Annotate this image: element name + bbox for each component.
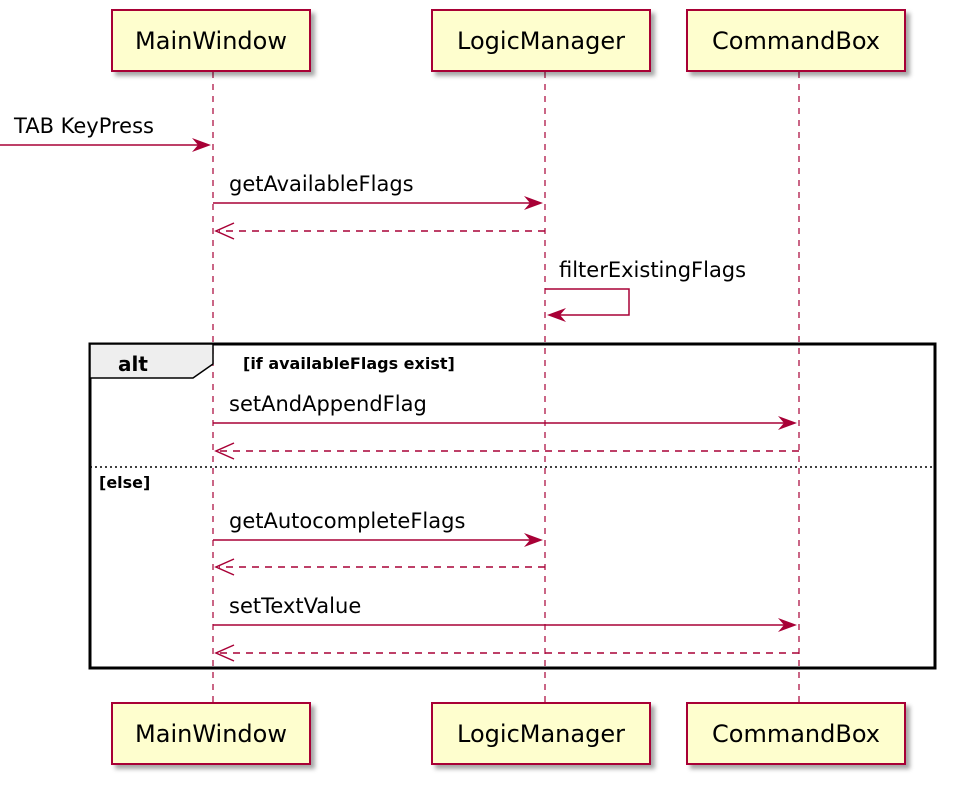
alt-frame-tab <box>89 343 214 379</box>
participant-label: LogicManager <box>457 27 625 55</box>
arrow-head-icon <box>524 196 543 210</box>
participant-label: CommandBox <box>712 27 880 55</box>
participant-main-window-top: MainWindow <box>111 9 311 72</box>
return-get-autocomplete-flags <box>214 558 545 576</box>
arrow-head-icon <box>524 533 543 547</box>
participant-label: CommandBox <box>712 720 880 748</box>
participant-label: MainWindow <box>135 720 287 748</box>
message-filter-existing-flags: filterExistingFlags <box>545 258 746 322</box>
participant-logic-manager-top: LogicManager <box>431 9 651 72</box>
arrow-head-icon <box>192 138 211 152</box>
participant-label: MainWindow <box>135 27 287 55</box>
return-set-and-append-flag <box>214 442 799 460</box>
arrow-head-icon <box>778 618 797 632</box>
message-set-text-value: setTextValue <box>213 594 797 632</box>
alt-guard-else: [else] <box>99 473 150 492</box>
arrow-open-icon <box>214 222 235 240</box>
message-get-autocomplete-flags: getAutocompleteFlags <box>213 509 543 547</box>
alt-frame-keyword: alt <box>118 352 148 376</box>
participant-label: LogicManager <box>457 720 625 748</box>
arrow-head-icon <box>778 416 797 430</box>
arrow-head-icon <box>547 308 566 322</box>
message-label: getAutocompleteFlags <box>229 509 465 533</box>
return-set-text-value <box>214 644 799 662</box>
participant-command-box-bottom: CommandBox <box>686 702 906 765</box>
arrow-open-icon <box>214 442 235 460</box>
arrow-open-icon <box>214 558 235 576</box>
message-tab-keypress: TAB KeyPress <box>0 114 211 152</box>
alt-frame: alt [if availableFlags exist] [else] <box>88 342 937 670</box>
message-label: getAvailableFlags <box>229 172 414 196</box>
message-label: filterExistingFlags <box>559 258 746 282</box>
message-label: setAndAppendFlag <box>229 392 427 416</box>
message-set-and-append-flag: setAndAppendFlag <box>213 392 797 430</box>
message-get-available-flags: getAvailableFlags <box>213 172 543 210</box>
participant-command-box-top: CommandBox <box>686 9 906 72</box>
message-label: setTextValue <box>229 594 361 618</box>
alt-guard-if: [if availableFlags exist] <box>243 354 455 373</box>
participant-logic-manager-bottom: LogicManager <box>431 702 651 765</box>
return-get-available-flags <box>214 222 545 240</box>
message-label: TAB KeyPress <box>13 114 154 138</box>
arrow-open-icon <box>214 644 235 662</box>
participant-main-window-bottom: MainWindow <box>111 702 311 765</box>
